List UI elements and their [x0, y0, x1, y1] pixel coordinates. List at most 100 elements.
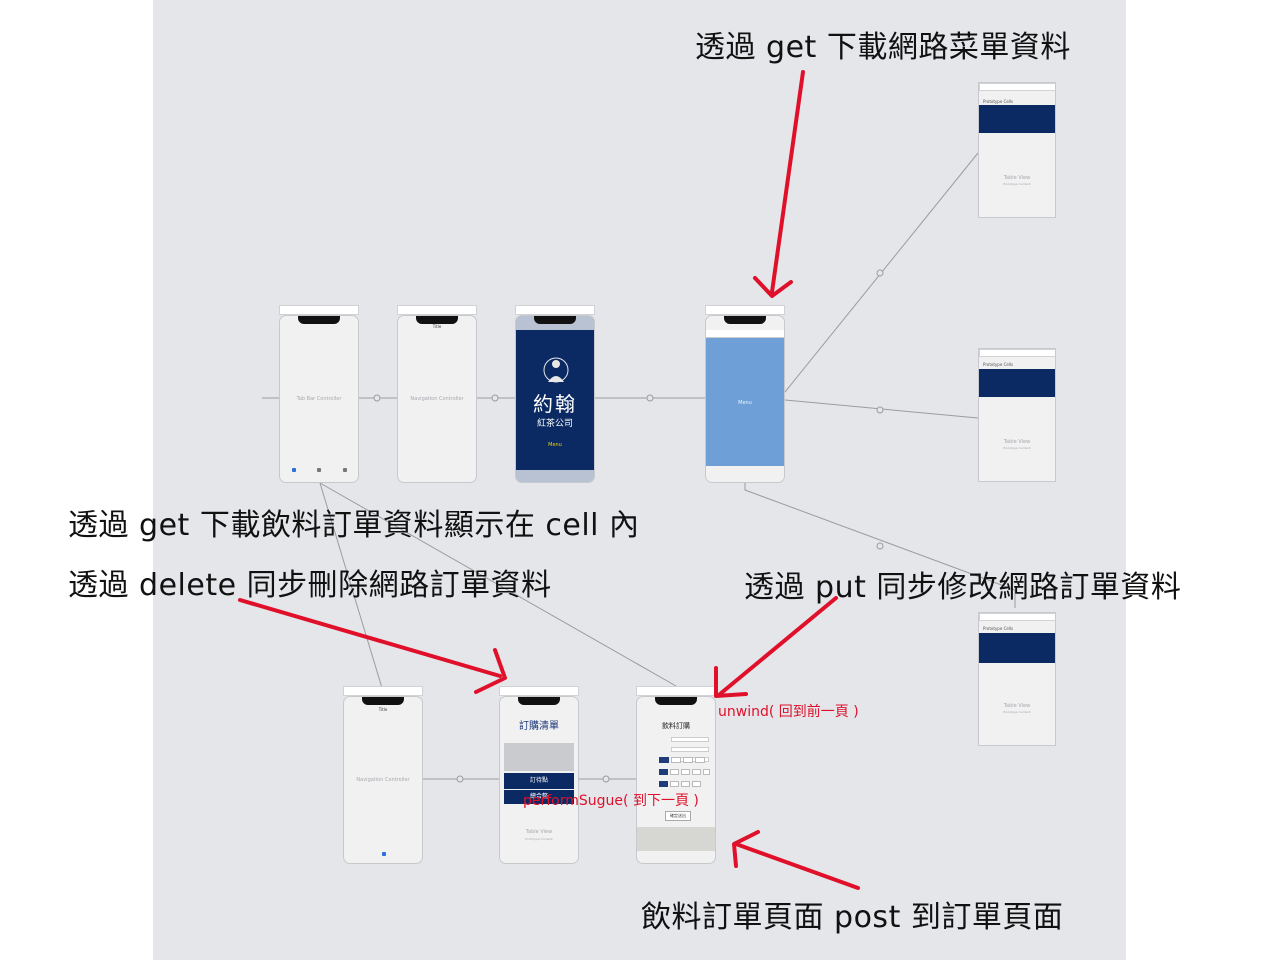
scene-dock: [499, 686, 579, 696]
table-content-label: Prototype Content: [1003, 710, 1031, 714]
scene-dock: [705, 305, 785, 315]
order-button-2[interactable]: 總合整: [504, 790, 574, 804]
size-segment[interactable]: [659, 757, 669, 763]
menu-button[interactable]: Menu: [548, 442, 562, 448]
table-content-label: Prototype Content: [525, 837, 553, 841]
orders-list-scene[interactable]: 訂購清單 訂待點 總合整 Table View Prototype Conten…: [499, 696, 579, 864]
table-view-label: Table View: [525, 829, 553, 835]
form-banner-image: [637, 827, 715, 851]
splash-scene[interactable]: 約翰 紅茶公司 Menu: [515, 315, 595, 483]
ice-segment[interactable]: [692, 781, 701, 787]
table-view-scene-3[interactable]: Prototype Cells Table View Prototype Con…: [978, 612, 1056, 746]
menu-content: [706, 338, 784, 466]
name-field[interactable]: [671, 737, 709, 742]
orders-card: [504, 743, 574, 771]
navigation-controller-scene[interactable]: Title Navigation Controller: [397, 315, 477, 483]
table-view-label: Table View: [1003, 439, 1031, 445]
sugar-segment[interactable]: [659, 769, 668, 775]
tab-item-icon: [292, 468, 296, 472]
drink-field[interactable]: [671, 747, 709, 752]
scene-dock: [979, 349, 1055, 357]
annotation-get-orders: 透過 get 下載飲料訂單資料顯示在 cell 內: [68, 508, 640, 543]
unwind-segue-label: unwind( 回到前一頁 ): [718, 704, 859, 720]
navigation-controller-scene-2[interactable]: Title Navigation Controller: [343, 696, 423, 864]
prototype-cell: [979, 633, 1055, 663]
annotation-post-orders: 飲料訂單頁面 post 到訂單頁面: [641, 900, 1064, 935]
size-segment[interactable]: [683, 757, 693, 763]
segue-tab-to-form: [319, 482, 677, 687]
sugar-segment[interactable]: [692, 769, 701, 775]
phone-notch: [298, 316, 340, 324]
sugar-segment[interactable]: [703, 769, 710, 775]
arrowhead-post: [732, 830, 760, 868]
scene-label: Navigation Controller: [410, 396, 464, 402]
tab-bar-controller-scene[interactable]: Tab Bar Controller: [279, 315, 359, 483]
perform-segue-label: performSugue( 到下一頁 ): [523, 793, 699, 809]
splash-background: [516, 330, 594, 470]
phone-notch: [724, 316, 766, 324]
table-content-label: Prototype Content: [1003, 446, 1031, 450]
ice-segment[interactable]: [659, 781, 668, 787]
phone-notch: [362, 697, 404, 705]
segue-node: [456, 775, 464, 783]
sugar-segment[interactable]: [670, 769, 679, 775]
form-title: 飲料訂購: [662, 722, 690, 730]
arrowhead-put: [714, 666, 748, 698]
scene-dock: [979, 613, 1055, 621]
order-button-1[interactable]: 訂待點: [504, 773, 574, 789]
prototype-cells-header: Prototype Cells: [983, 626, 1014, 631]
table-view-label: Table View: [1003, 703, 1031, 709]
phone-notch: [416, 316, 458, 324]
scene-dock: [397, 305, 477, 315]
segue-node: [373, 394, 381, 402]
menu-scene[interactable]: Menu: [705, 315, 785, 483]
arrowhead-get-menu: [753, 276, 793, 298]
segue-node: [491, 394, 499, 402]
ice-segment[interactable]: [670, 781, 679, 787]
scene-dock: [515, 305, 595, 315]
menu-segment-bar: [706, 330, 784, 338]
tab-item-icon: [317, 468, 321, 472]
tab-item-icon: [343, 468, 347, 472]
scene-label: Menu: [738, 400, 752, 406]
drink-order-form-scene[interactable]: 飲料訂購 確定送出: [636, 696, 716, 864]
prototype-cells-header: Prototype Cells: [983, 362, 1014, 367]
splash-sub-text: 紅茶公司: [536, 419, 573, 429]
annotation-get-menu: 透過 get 下載網路菜單資料: [695, 30, 1071, 65]
size-segment[interactable]: [671, 757, 681, 763]
phone-notch: [655, 697, 697, 705]
nav-title: Title: [378, 707, 388, 712]
scene-dock: [979, 83, 1055, 91]
portrait-icon: [543, 357, 569, 383]
ice-segment[interactable]: [681, 781, 690, 787]
submit-button[interactable]: 確定送出: [665, 811, 691, 821]
size-segment[interactable]: [695, 757, 705, 763]
segue-menu-to-table3: [744, 482, 1016, 608]
segue-node: [602, 775, 610, 783]
arrow-post: [734, 842, 860, 890]
segue-tab-to-nav2: [319, 482, 383, 689]
segue-node: [646, 394, 654, 402]
table-content-label: Prototype Content: [1003, 182, 1031, 186]
phone-notch: [534, 316, 576, 324]
splash-logo-text: 約翰: [533, 392, 577, 416]
orders-title: 訂購清單: [519, 721, 559, 732]
nav-title: Title: [432, 324, 442, 329]
scene-label: Navigation Controller: [356, 777, 410, 783]
arrow-delete: [238, 598, 502, 678]
prototype-cell: [979, 105, 1055, 133]
scene-label: Tab Bar Controller: [296, 396, 342, 402]
tab-item-icon: [382, 852, 386, 856]
prototype-cells-header: Prototype Cells: [983, 99, 1014, 104]
segue-node: [876, 269, 884, 277]
table-view-scene-2[interactable]: Prototype Cells Table View Prototype Con…: [978, 348, 1056, 482]
sugar-segment[interactable]: [681, 769, 690, 775]
scene-dock: [279, 305, 359, 315]
prototype-cell: [979, 369, 1055, 397]
table-view-scene-1[interactable]: Prototype Cells Table View Prototype Con…: [978, 82, 1056, 218]
table-view-label: Table View: [1003, 175, 1031, 181]
annotation-delete-orders: 透過 delete 同步刪除網路訂單資料: [68, 568, 552, 603]
annotation-put-orders: 透過 put 同步修改網路訂單資料: [744, 570, 1182, 605]
